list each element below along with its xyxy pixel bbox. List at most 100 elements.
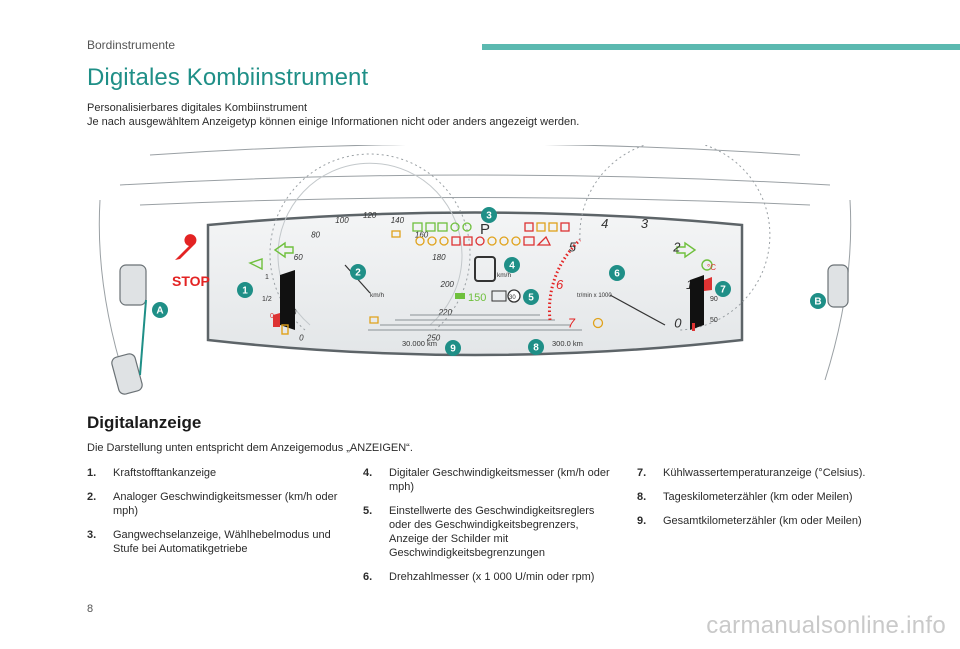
legend-item: 6. Drehzahlmesser (x 1 000 U/min oder rpm… bbox=[363, 570, 613, 584]
callout-marker bbox=[237, 282, 253, 298]
callout-marker bbox=[528, 339, 544, 355]
callout-marker bbox=[445, 340, 461, 356]
page-title: Digitales Kombiinstrument bbox=[87, 64, 369, 91]
tachometer-dial: 0 1 2 3 4 5 6 7 tr/min x 1000 bbox=[547, 145, 771, 331]
legend-item: 4. Digitaler Geschwindigkeitsmesser (km/h… bbox=[363, 466, 613, 494]
speedometer-tick-label: 200 bbox=[440, 280, 455, 289]
legend-number: 1. bbox=[87, 467, 97, 479]
legend-number: 6. bbox=[363, 571, 373, 583]
section-label: Bordinstrumente bbox=[87, 38, 176, 52]
temp-label-unit: °C bbox=[707, 263, 716, 272]
fuel-label-half: 1/2 bbox=[262, 296, 272, 303]
digital-speed-unit: km/h bbox=[497, 272, 511, 279]
legend-item: 9.Gesamtkilometerzähler (km oder Meilen) bbox=[637, 514, 907, 528]
tachometer-tick-label: 7 bbox=[568, 315, 576, 330]
legend-column-3: 7.Kühlwassertemperaturanzeige (°Celsius)… bbox=[637, 466, 907, 538]
legend-text: Kraftstofftankanzeige bbox=[113, 467, 217, 479]
legend-column-2: 4. Digitaler Geschwindigkeitsmesser (km/h… bbox=[363, 466, 613, 594]
callout-label: 7 bbox=[720, 285, 726, 296]
lights-icon bbox=[248, 258, 263, 271]
legend-text: Tageskilometerzähler (km oder Meilen) bbox=[663, 491, 853, 503]
road-lines bbox=[368, 314, 582, 331]
temp-label-high: 90 bbox=[710, 296, 718, 303]
legend-text: Kühlwassertemperaturanzeige (°Celsius). bbox=[663, 467, 866, 479]
legend-number: 4. bbox=[363, 467, 373, 479]
legend-item: 7.Kühlwassertemperaturanzeige (°Celsius)… bbox=[637, 466, 907, 480]
turn-left-arrow-icon bbox=[273, 241, 294, 259]
legend-item: 3.Gangwechselanzeige, Wählhebelmodus und… bbox=[87, 528, 347, 556]
legend-text: Einstellwerte des Geschwindigkeitsregler… bbox=[389, 505, 595, 559]
legend-number: 5. bbox=[363, 505, 373, 517]
speedometer-tick-label: 100 bbox=[335, 216, 349, 225]
fuel-pump-icon bbox=[281, 324, 289, 335]
legend-text: Analoger Geschwindigkeitsmesser (km/h od… bbox=[113, 491, 338, 517]
callout-label: 5 bbox=[528, 293, 534, 304]
service-icon bbox=[369, 316, 379, 324]
instrument-cluster-illustration: 020406080100120140160180200220250 km/h 1… bbox=[98, 145, 852, 395]
right-steering-control bbox=[827, 264, 849, 308]
turn-right-arrow-icon bbox=[676, 241, 697, 259]
callout-label: 9 bbox=[450, 344, 456, 355]
tachometer-tick-label: 2 bbox=[672, 239, 681, 254]
speedometer-tick-label: 250 bbox=[426, 334, 441, 343]
legend-number: 9. bbox=[637, 515, 647, 527]
legend-text: Digitaler Geschwindigkeitsmesser (km/h o… bbox=[389, 467, 610, 493]
speedometer-tick-label: 180 bbox=[432, 253, 446, 262]
temp-label-low: 50 bbox=[710, 317, 718, 324]
fuel-gauge: 1 1/2 0 bbox=[262, 270, 295, 335]
callout-label: 4 bbox=[509, 261, 515, 272]
left-steering-control bbox=[111, 264, 147, 395]
watermark: carmanualsonline.info bbox=[706, 612, 946, 639]
callout-marker bbox=[609, 265, 625, 281]
speedometer-tick-label: 0 bbox=[299, 334, 304, 343]
callout-marker bbox=[504, 257, 520, 273]
callout-label: 3 bbox=[486, 211, 492, 222]
warning-lamp-row bbox=[391, 222, 570, 246]
gear-indicator: P bbox=[480, 221, 490, 238]
cruise-icon bbox=[455, 293, 465, 299]
callout-marker bbox=[810, 293, 826, 309]
speedometer-tick-label: 120 bbox=[363, 211, 377, 220]
tachometer-tick-label: 5 bbox=[569, 239, 577, 254]
stop-warning: STOP bbox=[172, 273, 210, 289]
callout-marker bbox=[481, 207, 497, 223]
speedometer-tick-label: 80 bbox=[311, 231, 320, 240]
legend-item: 8. Tageskilometerzähler (km oder Meilen) bbox=[637, 490, 907, 504]
callout-marker bbox=[152, 302, 168, 318]
legend-text: Drehzahlmesser (x 1 000 U/min oder rpm) bbox=[389, 571, 595, 583]
callout-marker bbox=[350, 264, 366, 280]
header-accent-bar bbox=[482, 44, 960, 50]
legend-number: 3. bbox=[87, 529, 97, 541]
tachometer-needle bbox=[609, 294, 666, 326]
fuel-label-empty: 0 bbox=[270, 313, 274, 320]
rpm-unit: tr/min x 1000 bbox=[577, 293, 612, 299]
cruise-control-row: 150 30 bbox=[455, 289, 521, 304]
legend-item: 5. Einstellwerte des Geschwindigkeitsregl… bbox=[363, 504, 613, 560]
tachometer-tick-label: 1 bbox=[686, 277, 693, 292]
cluster-screen bbox=[206, 211, 744, 357]
temperature-icon bbox=[692, 323, 695, 331]
speedometer-tick-label: 220 bbox=[438, 308, 453, 317]
callout-label: B bbox=[814, 297, 821, 308]
tachometer-tick-label: 4 bbox=[601, 216, 608, 231]
section-description: Die Darstellung unten entspricht dem Anz… bbox=[87, 442, 413, 454]
legend-item: 2. Analoger Geschwindigkeitsmesser (km/h … bbox=[87, 490, 347, 518]
speedometer-tick-label: 60 bbox=[294, 253, 303, 262]
legend-number: 2. bbox=[87, 491, 97, 503]
legend-column-1: 1. Kraftstofftankanzeige 2. Analoger Gesch… bbox=[87, 466, 347, 566]
intro-line-2: Je nach ausgewähltem Anzeigetyp können e… bbox=[87, 116, 580, 128]
callout-label: A bbox=[156, 306, 163, 317]
speedometer-unit: km/h bbox=[370, 292, 384, 299]
callout-label: 2 bbox=[355, 268, 361, 279]
legend-item: 1. Kraftstofftankanzeige bbox=[87, 466, 347, 480]
tachometer-tick-label: 0 bbox=[674, 315, 682, 330]
legend-number: 8. bbox=[637, 491, 647, 503]
tire-icon bbox=[592, 317, 604, 329]
trip-odometer: 300.0 km bbox=[552, 339, 583, 348]
digital-speed-display bbox=[474, 256, 496, 282]
tachometer-tick-label: 3 bbox=[641, 216, 649, 231]
callout-label: 6 bbox=[614, 269, 620, 280]
coolant-temperature-gauge: °C 90 50 bbox=[690, 263, 718, 331]
service-wrench-icon bbox=[175, 234, 197, 260]
intro-line-1: Personalisierbares digitales Kombiinstru… bbox=[87, 102, 308, 114]
